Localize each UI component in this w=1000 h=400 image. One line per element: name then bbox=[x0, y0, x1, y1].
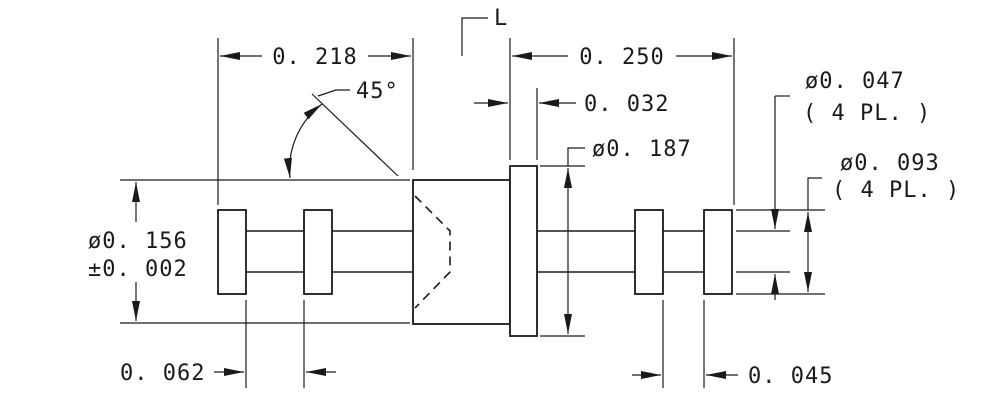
part-outline bbox=[217, 165, 733, 337]
dim-0250-text: 0. 250 bbox=[579, 45, 664, 70]
dimension-labels: 0. 218 0. 250 L 45° 0. 032 ø0. 187 ø0. 0… bbox=[88, 6, 960, 389]
right-flange-inner bbox=[634, 209, 664, 295]
dim-0062-text: 0. 062 bbox=[120, 361, 205, 386]
angle-arc bbox=[283, 103, 323, 179]
dim-0045-text: 0. 045 bbox=[748, 364, 833, 389]
dimension-lines bbox=[132, 17, 822, 379]
extension-lines bbox=[120, 38, 825, 388]
dim-0047-note: ( 4 PL. ) bbox=[803, 101, 931, 126]
angle-leader bbox=[317, 89, 350, 97]
dim-0093-text: ø0. 093 bbox=[840, 151, 940, 176]
dim-0218-text: 0. 218 bbox=[272, 45, 357, 70]
dim-0093-leader bbox=[807, 177, 822, 210]
dim-0187-leader bbox=[567, 147, 585, 166]
dim-0093-note: ( 4 PL. ) bbox=[832, 178, 960, 203]
L-text: L bbox=[494, 6, 508, 31]
angle-line bbox=[311, 93, 399, 177]
dim-0032-text: 0. 032 bbox=[584, 92, 669, 117]
left-flange-outer bbox=[217, 209, 247, 295]
L-leader bbox=[461, 17, 488, 56]
dim-0156-text: ø0. 156 bbox=[88, 229, 188, 254]
body-block bbox=[412, 179, 511, 325]
collar bbox=[509, 165, 538, 337]
angle-45-text: 45° bbox=[356, 79, 399, 104]
dim-0187-text: ø0. 187 bbox=[592, 137, 692, 162]
dim-0047-text: ø0. 047 bbox=[805, 69, 905, 94]
right-flange-outer bbox=[703, 209, 733, 295]
dim-0156-tolerance: ±0. 002 bbox=[88, 257, 188, 282]
left-flange-inner bbox=[303, 209, 333, 295]
